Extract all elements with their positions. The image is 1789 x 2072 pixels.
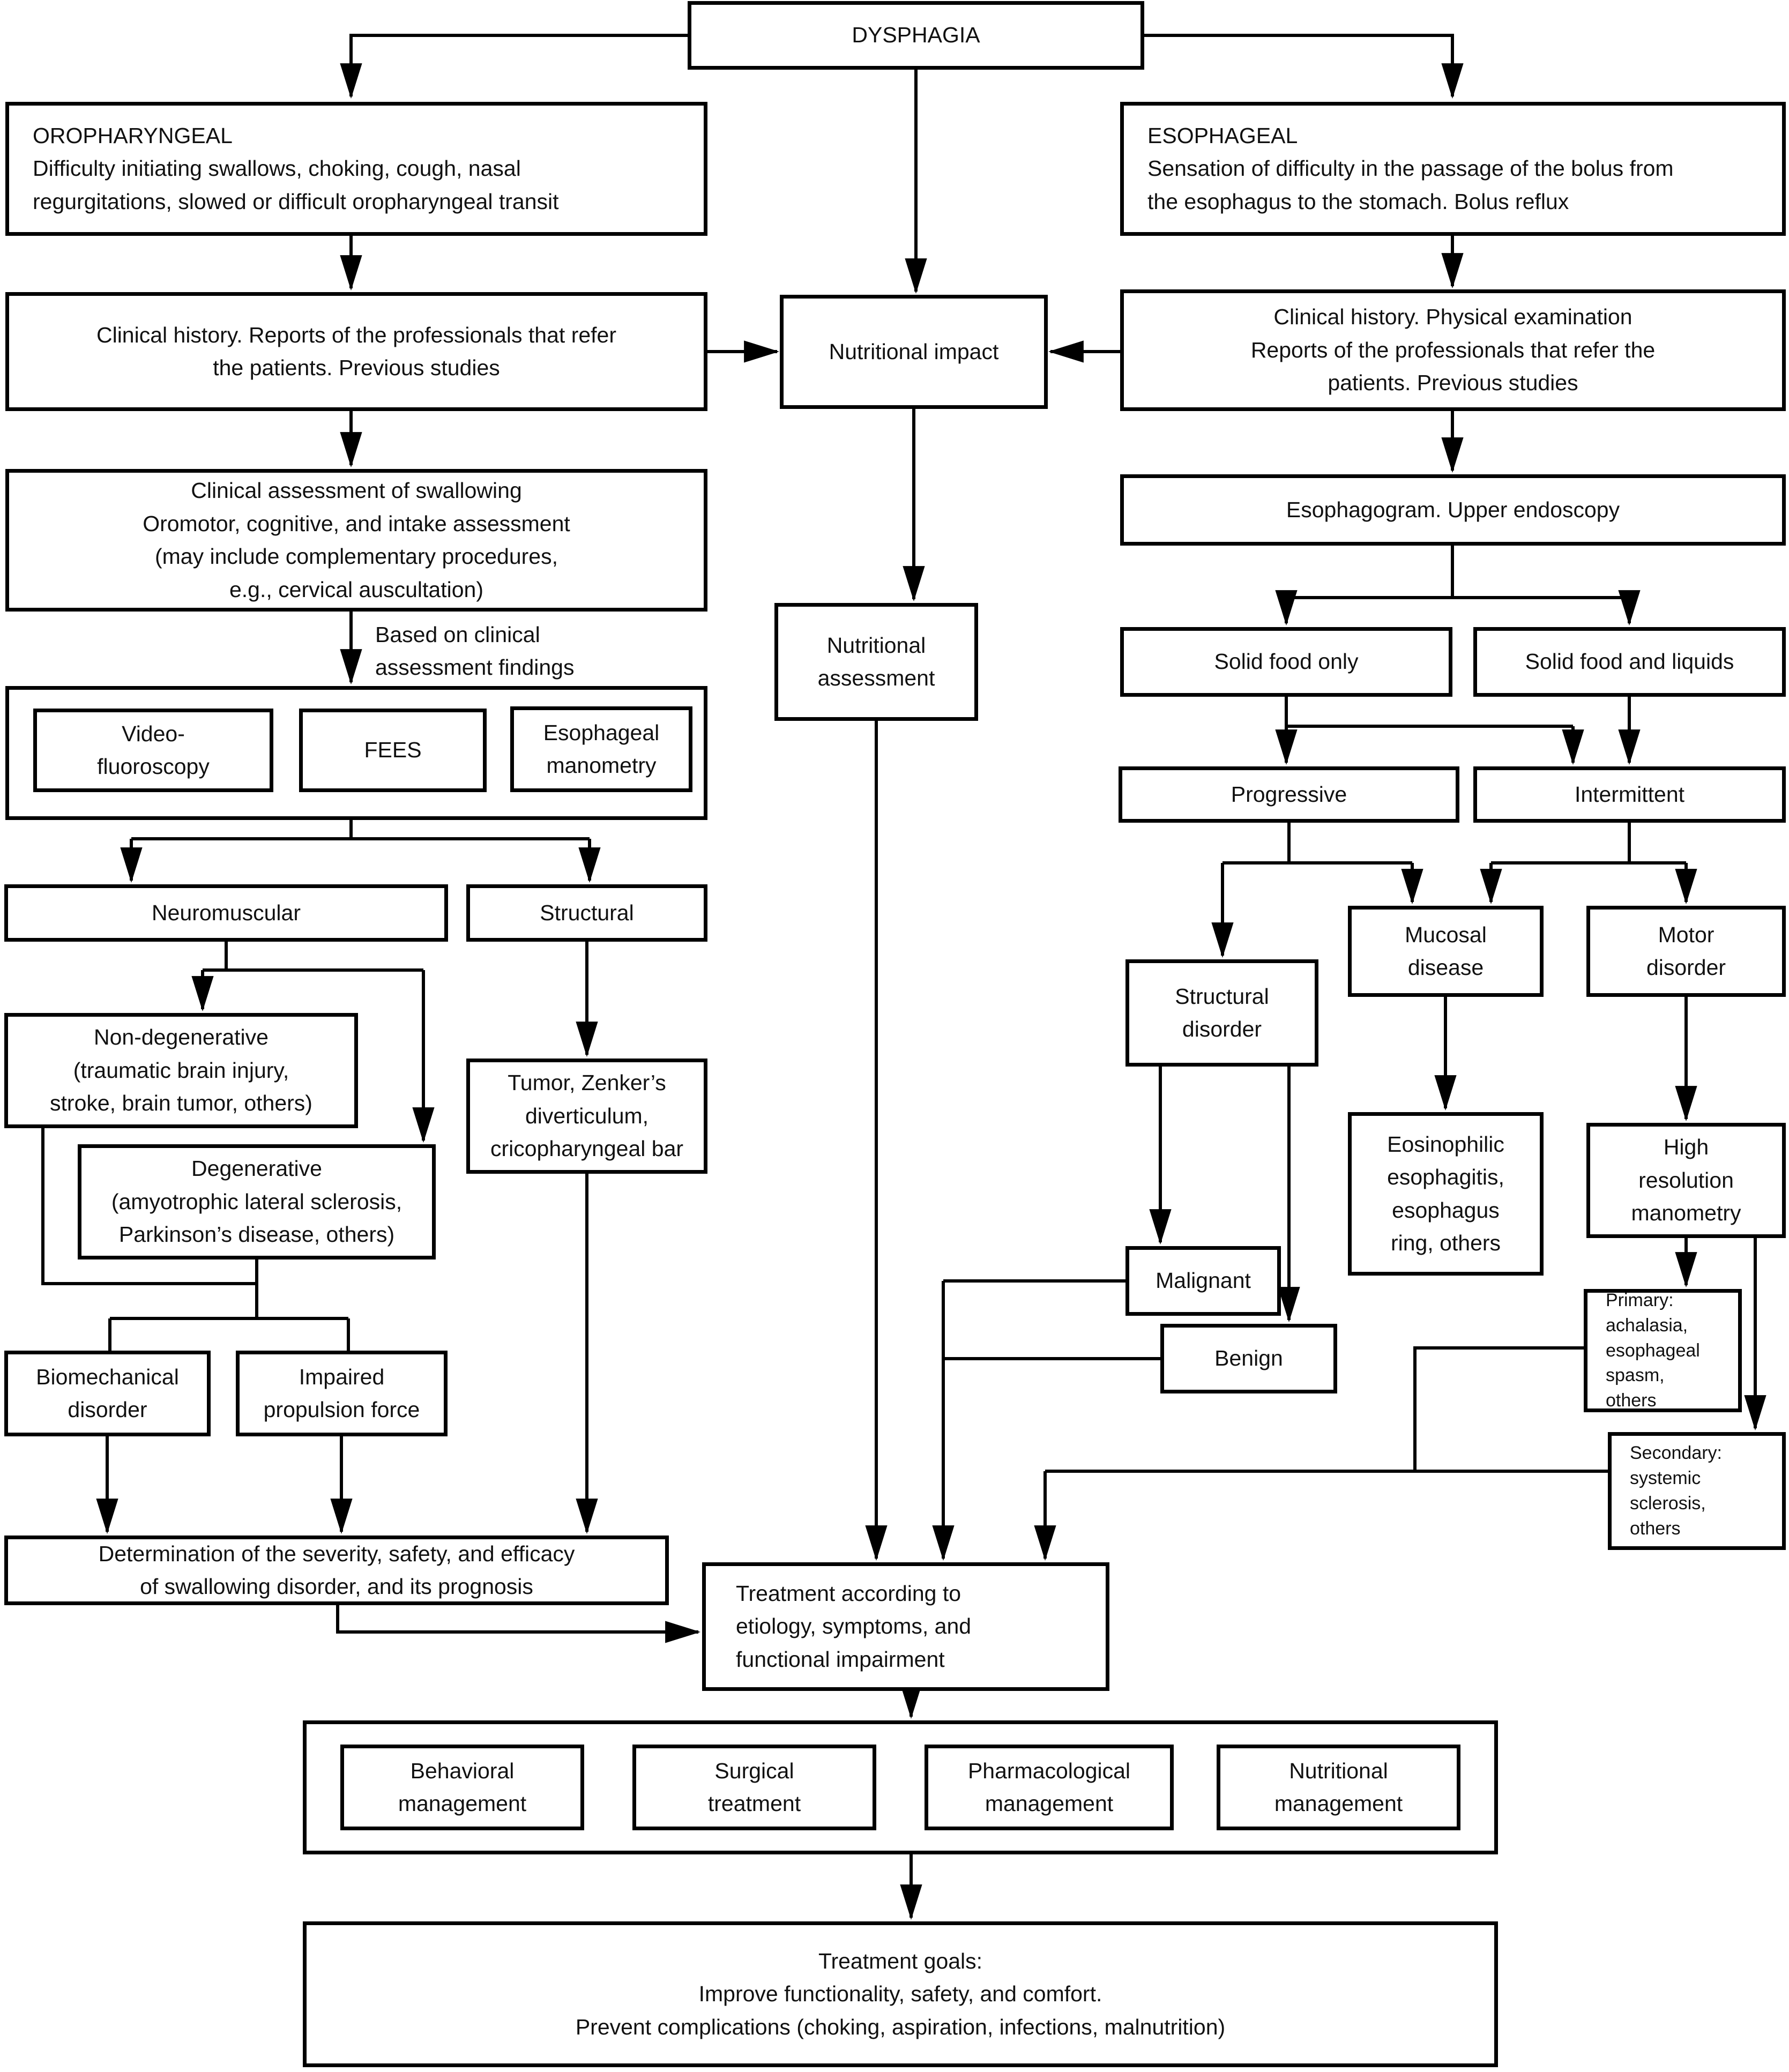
node-clinical-assessment: Clinical assessment of swallowing Oromot… — [5, 469, 707, 612]
connector — [1491, 823, 1686, 864]
node-nutritional-impact: Nutritional impact — [780, 295, 1048, 409]
node-structural-disorder: Structural disorder — [1125, 959, 1318, 1067]
arrow — [336, 1603, 701, 1643]
node-neuromuscular: Neuromuscular — [4, 884, 448, 942]
node-eosinophilic: Eosinophilic esophagitis, esophagus ring… — [1348, 1112, 1544, 1276]
node-solid-food-only: Solid food only — [1120, 627, 1452, 697]
node-structural: Structural — [466, 884, 707, 942]
arrow — [340, 34, 688, 99]
node-progressive: Progressive — [1119, 766, 1459, 823]
node-esophageal-manometry: Esophageal manometry — [510, 706, 692, 792]
connector — [1286, 546, 1629, 599]
node-oropharyngeal: OROPHARYNGEAL Difficulty initiating swal… — [5, 102, 707, 236]
node-treatment-goals: Treatment goals: Improve functionality, … — [303, 1921, 1498, 2067]
connector — [131, 820, 590, 840]
node-behavioral-management: Behavioral management — [340, 1745, 584, 1830]
node-nutritional-assessment: Nutritional assessment — [774, 603, 978, 721]
node-non-degenerative: Non-degenerative (traumatic brain injury… — [4, 1013, 358, 1128]
connector — [203, 942, 423, 972]
node-primary-motor: Primary: achalasia, esophageal spasm, ot… — [1584, 1289, 1742, 1412]
node-benign: Benign — [1160, 1324, 1337, 1393]
node-mucosal-disease: Mucosal disease — [1348, 906, 1544, 997]
node-determination: Determination of the severity, safety, a… — [4, 1536, 669, 1605]
node-motor-disorder: Motor disorder — [1586, 906, 1786, 997]
node-pharmacological-management: Pharmacological management — [925, 1745, 1174, 1830]
node-tumor-zenkers: Tumor, Zenker’s diverticulum, cricophary… — [466, 1059, 707, 1174]
instrumental-assessment-group — [5, 686, 707, 820]
connector — [1045, 1346, 1608, 1473]
node-secondary-motor: Secondary: systemic sclerosis, others — [1608, 1432, 1786, 1550]
node-videofluoroscopy: Video- fluoroscopy — [33, 709, 273, 792]
node-solid-food-and-liquids: Solid food and liquids — [1473, 627, 1786, 697]
node-clinical-history-left: Clinical history. Reports of the profess… — [5, 292, 707, 411]
management-group — [303, 1720, 1498, 1854]
node-surgical-treatment: Surgical treatment — [632, 1745, 876, 1830]
node-treatment: Treatment according to etiology, symptom… — [702, 1562, 1109, 1691]
node-impaired-propulsion: Impaired propulsion force — [236, 1351, 448, 1436]
connector — [943, 1279, 1160, 1360]
connector — [41, 1128, 350, 1352]
node-dysphagia: DYSPHAGIA — [688, 1, 1144, 70]
node-degenerative: Degenerative (amyotrophic lateral sclero… — [78, 1144, 436, 1259]
node-esophageal: ESOPHAGEAL Sensation of difficulty in th… — [1120, 102, 1786, 236]
node-fees: FEES — [299, 709, 487, 792]
node-clinical-history-right: Clinical history. Physical examination R… — [1120, 289, 1786, 411]
node-malignant: Malignant — [1125, 1246, 1281, 1316]
connector — [1223, 823, 1412, 864]
node-high-resolution-manometry: High resolution manometry — [1586, 1123, 1786, 1238]
node-esophagogram: Esophagogram. Upper endoscopy — [1120, 474, 1786, 546]
node-intermittent: Intermittent — [1473, 766, 1786, 823]
node-nutritional-management: Nutritional management — [1217, 1745, 1460, 1830]
node-biomechanical-disorder: Biomechanical disorder — [4, 1351, 211, 1436]
label-based-on-clinical: Based on clinical assessment findings — [375, 622, 575, 680]
arrow — [1144, 34, 1464, 99]
